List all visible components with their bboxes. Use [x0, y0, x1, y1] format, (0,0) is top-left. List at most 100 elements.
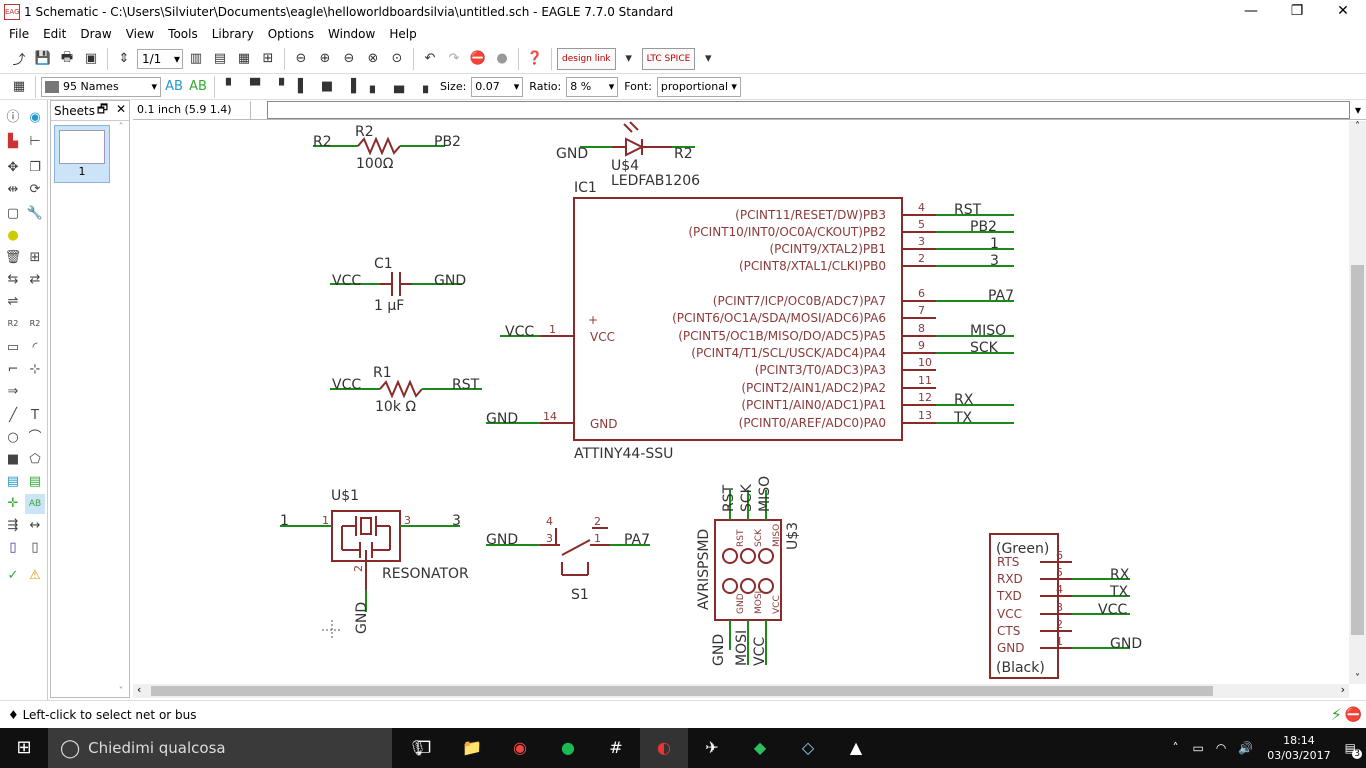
- zoom-out-icon[interactable]: ⊖: [343, 51, 355, 66]
- miter-icon[interactable]: ◜: [32, 340, 38, 355]
- invoke-icon[interactable]: ⊹: [29, 362, 41, 377]
- go-icon[interactable]: ●: [496, 51, 508, 66]
- chevron-up-icon[interactable]: ˄: [1172, 741, 1179, 755]
- menu-view[interactable]: View: [125, 27, 155, 41]
- value-icon[interactable]: R2: [29, 319, 41, 328]
- design-link-button[interactable]: design link: [557, 47, 616, 70]
- align-bottom-right-icon[interactable]: ▗: [418, 79, 428, 94]
- menu-draw[interactable]: Draw: [80, 27, 112, 41]
- notifications-icon[interactable]: ▤3: [1344, 741, 1362, 759]
- errors-icon[interactable]: ⚠: [29, 568, 41, 583]
- display-icon[interactable]: ▙: [8, 134, 18, 149]
- add-icon[interactable]: ⊞: [29, 250, 41, 265]
- ratio-select[interactable]: 8 % ▾: [566, 76, 619, 97]
- help-icon[interactable]: ❓: [526, 51, 544, 66]
- frame-icon[interactable]: ▯: [9, 540, 17, 555]
- menu-file[interactable]: File: [9, 27, 30, 41]
- dimension-icon[interactable]: ↔: [29, 518, 41, 533]
- scroll-right-icon[interactable]: ›: [1340, 683, 1345, 696]
- stop-icon[interactable]: ⛔: [1344, 706, 1362, 723]
- resistor-r2[interactable]: R2 R2 100Ω PB2: [313, 124, 461, 172]
- horizontal-scrollbar[interactable]: ‹ ›: [133, 683, 1349, 698]
- use-library-icon[interactable]: ▥: [189, 51, 203, 66]
- evernote-icon[interactable]: ◆: [753, 738, 767, 757]
- app-icon[interactable]: ◇: [801, 738, 815, 757]
- rotate-icon[interactable]: ⟳: [29, 182, 41, 197]
- microphone-icon[interactable]: 🎙: [408, 739, 428, 757]
- scroll-left-icon[interactable]: ‹: [137, 683, 142, 696]
- delete-icon[interactable]: 🗑: [4, 250, 22, 265]
- minimize-button[interactable]: —: [1244, 3, 1258, 19]
- resistor-r1[interactable]: VCC R1 10k Ω RST: [330, 365, 482, 415]
- close-icon[interactable]: ✕: [115, 102, 126, 116]
- optimize-icon[interactable]: ⇒: [7, 384, 19, 399]
- pinswap-icon[interactable]: ⇆: [7, 272, 19, 287]
- sheet-thumbnail[interactable]: [54, 125, 110, 183]
- scroll-up-icon[interactable]: ˄: [118, 122, 124, 133]
- erc-icon[interactable]: ✓: [7, 568, 19, 583]
- cortana-search-box[interactable]: ◯ Chiedimi qualcosa 🎙: [48, 728, 427, 768]
- change-icon[interactable]: 🔧: [26, 206, 44, 221]
- scroll-down-icon[interactable]: ˅: [1355, 673, 1360, 684]
- close-button[interactable]: ✕: [1337, 3, 1349, 19]
- maximize-button[interactable]: ❐: [1290, 3, 1304, 19]
- polygon-icon[interactable]: ⬠: [29, 452, 41, 467]
- stop-icon[interactable]: ⛔: [469, 51, 487, 66]
- junction-icon[interactable]: ✛: [7, 496, 19, 511]
- schematic-canvas[interactable]: .p { stroke: #8b2a2a; fill: none; stroke…: [133, 121, 1349, 684]
- align-top-left-icon[interactable]: ▘: [226, 79, 236, 94]
- zoom-fit-icon[interactable]: ⊖: [295, 51, 307, 66]
- script-icon[interactable]: ▤: [213, 51, 227, 66]
- resonator-u1[interactable]: U$1 RESONATOR 1 3 1 3 2 GND: [280, 488, 469, 634]
- font-select[interactable]: proportional ▾: [656, 76, 741, 97]
- open-icon[interactable]: ⤴: [12, 53, 26, 68]
- zoom-area-icon[interactable]: ⊙: [391, 51, 403, 66]
- chevron-down-icon[interactable]: ▾: [1354, 102, 1362, 117]
- attribute-icon[interactable]: ⇶: [7, 518, 19, 533]
- redo-icon[interactable]: ↷: [448, 51, 460, 66]
- wifi-icon[interactable]: ◠: [1215, 741, 1227, 755]
- grid-icon[interactable]: ▦: [12, 79, 26, 94]
- frame-alt-icon[interactable]: ▯: [31, 540, 39, 555]
- slack-icon[interactable]: #: [609, 738, 623, 757]
- smash-icon[interactable]: ▭: [6, 340, 20, 355]
- align-bottom-center-icon[interactable]: ▄: [394, 79, 404, 94]
- sheet-icon[interactable]: ⇕: [118, 51, 130, 66]
- photos-icon[interactable]: ▲: [849, 738, 863, 757]
- volume-icon[interactable]: 🔊: [1238, 741, 1254, 755]
- save-icon[interactable]: 💾: [34, 51, 52, 66]
- scroll-down-icon[interactable]: ˅: [118, 686, 124, 697]
- align-left-icon[interactable]: AB: [165, 79, 183, 94]
- size-select[interactable]: 0.07 ▾: [471, 76, 524, 97]
- board-switch-icon[interactable]: ⊞: [262, 51, 274, 66]
- show-icon[interactable]: ◉: [29, 110, 41, 125]
- arc-icon[interactable]: ⌒: [28, 430, 42, 445]
- undo-icon[interactable]: ↶: [424, 51, 436, 66]
- vertical-scroll-thumb[interactable]: [1351, 265, 1364, 635]
- ulp-icon[interactable]: ▦: [237, 51, 251, 66]
- bus-icon[interactable]: ▤: [6, 474, 20, 489]
- layer-select[interactable]: 95 Names ▾: [41, 76, 161, 97]
- print-icon[interactable]: 🖶: [60, 49, 74, 65]
- name-icon[interactable]: R2: [7, 319, 19, 328]
- menu-window[interactable]: Window: [328, 27, 376, 41]
- label-icon[interactable]: AB: [25, 494, 45, 514]
- task-view-icon[interactable]: ❐: [416, 738, 432, 757]
- group-icon[interactable]: ▢: [6, 206, 20, 221]
- mark-icon[interactable]: ⊢: [29, 134, 41, 149]
- align-center-left-icon[interactable]: ▌: [298, 79, 308, 94]
- move-icon[interactable]: ✥: [7, 160, 19, 175]
- wire-icon[interactable]: ╱: [9, 408, 17, 423]
- battery-icon[interactable]: ▭: [1192, 741, 1204, 755]
- info-icon[interactable]: ⓘ: [6, 110, 20, 125]
- eagle-taskbar-icon[interactable]: ◐: [640, 728, 688, 768]
- scroll-up-icon[interactable]: ˄: [1355, 121, 1360, 132]
- rect-icon[interactable]: ■: [6, 452, 20, 467]
- align-center-right-icon[interactable]: ▐: [346, 79, 356, 94]
- cam-icon[interactable]: ▣: [84, 51, 98, 66]
- ltspice-button[interactable]: LTC SPICE: [641, 47, 696, 70]
- undock-icon[interactable]: 🗗: [96, 102, 109, 116]
- spotify-icon[interactable]: ●: [561, 738, 575, 757]
- horizontal-scroll-thumb[interactable]: [151, 686, 1213, 696]
